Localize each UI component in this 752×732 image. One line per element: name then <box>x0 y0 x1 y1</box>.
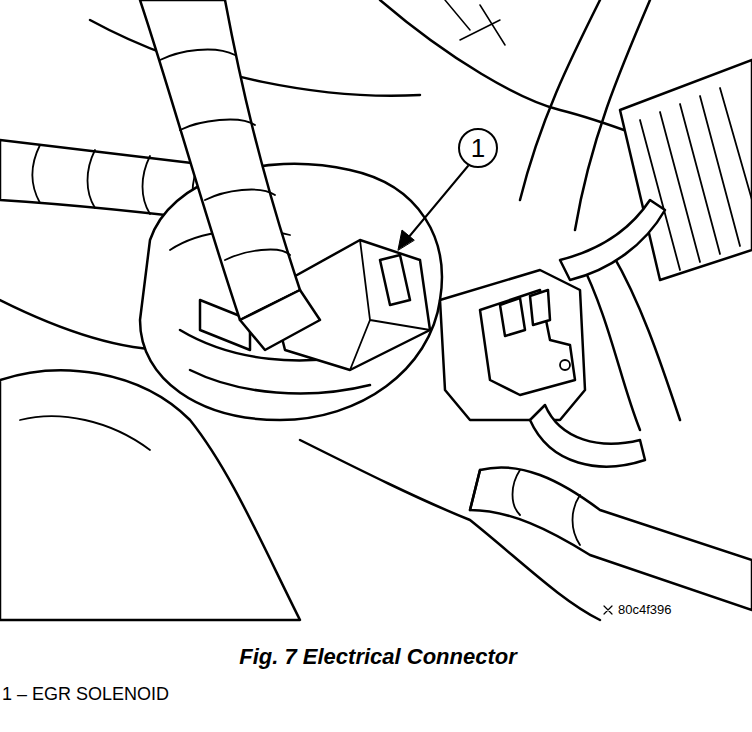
harness-wire <box>560 200 665 280</box>
connector-wire <box>530 405 645 467</box>
tape-wrap <box>513 470 581 545</box>
mark <box>604 606 612 614</box>
legend-key-text: 1 – EGR SOLENOID <box>2 684 402 705</box>
callout-number: 1 <box>458 130 498 166</box>
electrical-connector <box>440 270 585 420</box>
vacuum-hose <box>140 0 300 320</box>
wrapped-hose <box>470 467 752 610</box>
callout-circle <box>459 129 497 167</box>
engine-outline <box>90 20 420 96</box>
connector-tab <box>500 290 550 336</box>
leader-arrowhead <box>398 230 414 250</box>
corrugation <box>640 88 752 270</box>
terminal-pin <box>380 255 410 305</box>
engine-outline <box>20 416 150 450</box>
mesh-detail <box>445 0 505 45</box>
tape-wrap <box>160 50 290 260</box>
figure-caption: Fig. 7 Electrical Connector <box>2 644 752 670</box>
figure-code: 80c4f396 <box>618 602 738 617</box>
solenoid-terminal <box>350 240 430 370</box>
engine-outline <box>300 440 600 620</box>
corrugated-tube <box>620 60 752 280</box>
engine-outline <box>580 260 640 430</box>
engine-outline <box>610 250 680 420</box>
solenoid-rib <box>190 370 370 393</box>
hose-end <box>240 290 320 350</box>
hose-end <box>470 470 480 510</box>
connector-detail <box>560 360 570 370</box>
leader-line <box>408 166 468 238</box>
connector-latch <box>480 290 575 395</box>
